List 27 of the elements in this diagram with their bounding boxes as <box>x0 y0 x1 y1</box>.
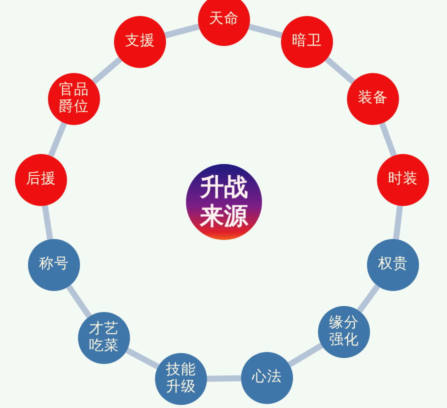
connector-line <box>92 56 122 84</box>
circle-node: 装备 <box>347 73 399 125</box>
circle-node: 技能升级 <box>155 353 207 405</box>
connector-line <box>324 56 356 84</box>
circle-node: 支援 <box>114 16 166 68</box>
connector-line <box>393 205 403 240</box>
circle-node: 心法 <box>241 352 293 404</box>
connector-line <box>164 24 200 38</box>
connector-line <box>48 122 67 158</box>
connector-line <box>248 24 283 38</box>
connector-line <box>206 375 242 382</box>
connector-line <box>356 284 380 313</box>
connector-line <box>42 205 54 240</box>
circle-node: 称号 <box>28 239 80 291</box>
center-circle: 升战来源 <box>186 164 262 240</box>
circle-node: 暗卫 <box>281 16 333 68</box>
connector-line <box>126 348 160 370</box>
connector-line <box>66 284 92 318</box>
circle-node: 缘分强化 <box>318 306 370 358</box>
connector-line <box>379 122 397 157</box>
circle-node: 权贵 <box>367 239 419 291</box>
circle-node: 官品爵位 <box>48 73 100 125</box>
circle-node: 才艺吃菜 <box>78 312 130 364</box>
circle-node: 时装 <box>377 154 429 206</box>
connector-line <box>288 342 324 368</box>
circle-node: 后援 <box>15 154 67 206</box>
circle-node: 天命 <box>198 0 250 46</box>
